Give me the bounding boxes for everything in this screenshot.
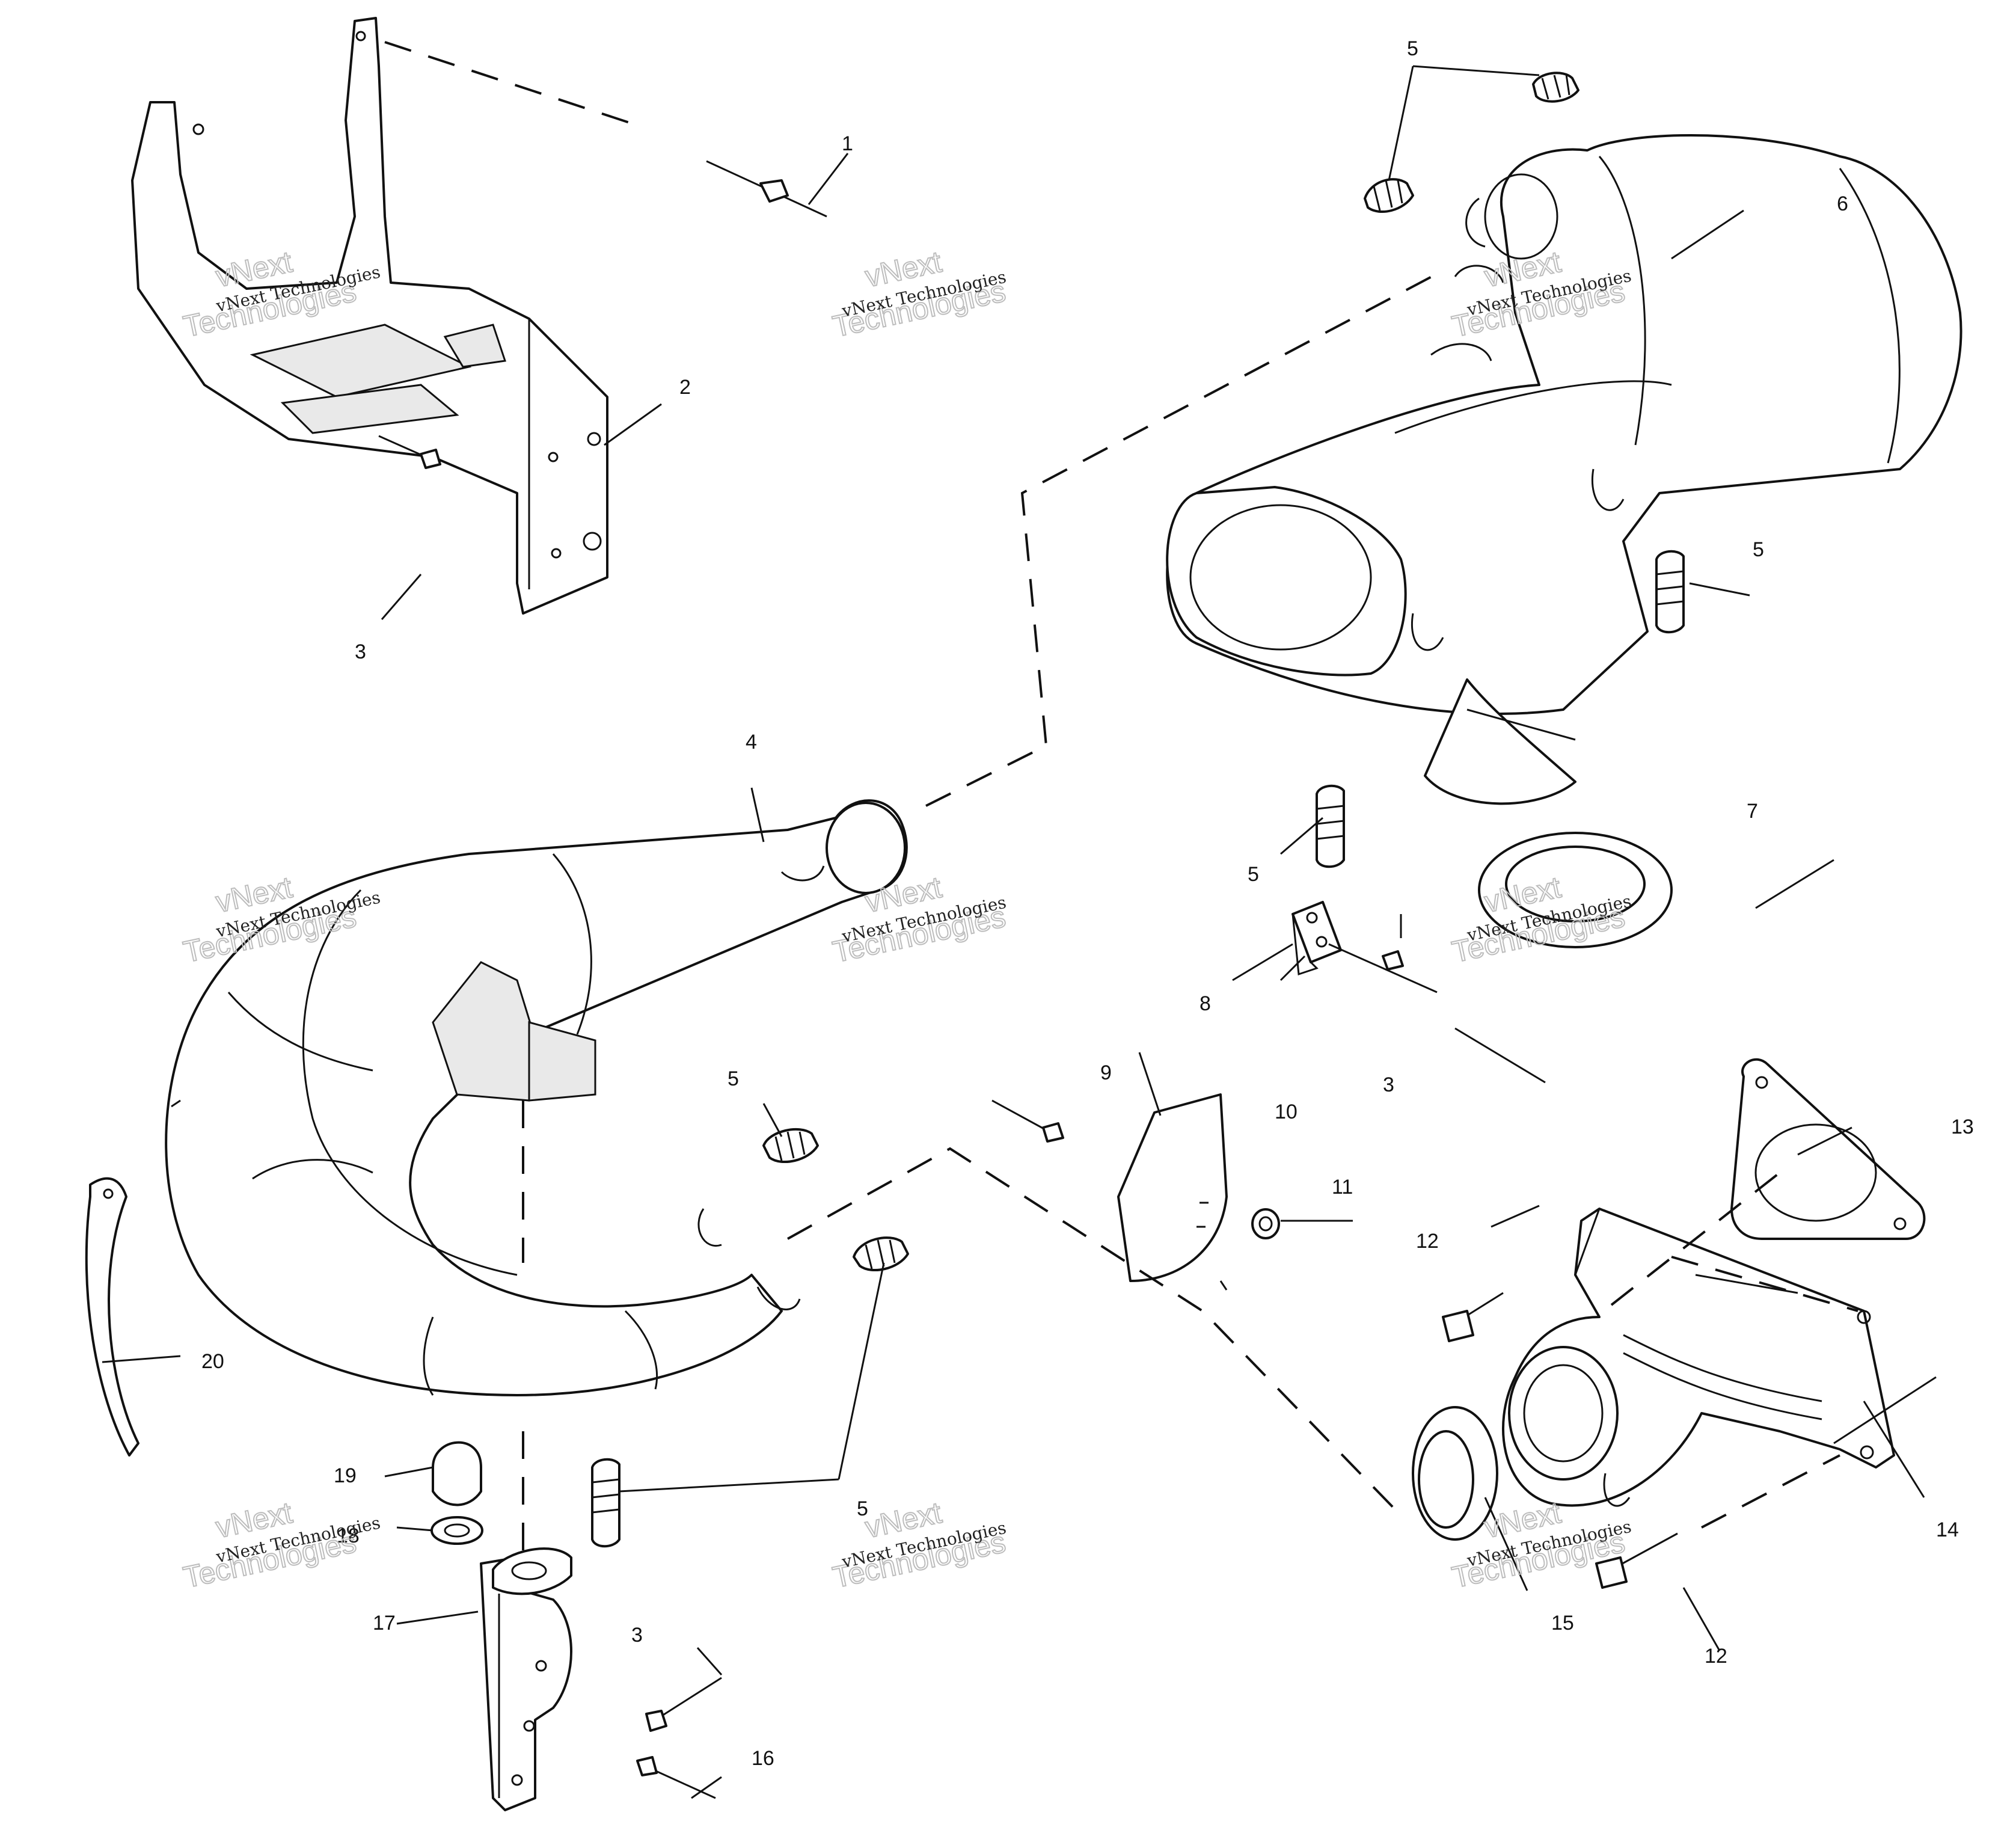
callout-19: 19 — [334, 1464, 357, 1487]
callout-2: 2 — [679, 376, 691, 399]
part-bolt-9 — [991, 1099, 1064, 1143]
part-ring-gasket — [1412, 1406, 1498, 1541]
callout-5-bottom: 5 — [857, 1497, 868, 1520]
part-washer — [430, 1516, 483, 1545]
callout-20: 20 — [201, 1350, 224, 1373]
part-muffler — [1166, 134, 1963, 805]
part-strap — [85, 1177, 139, 1457]
part-bolt-1 — [706, 160, 827, 218]
callout-12-top: 12 — [1416, 1230, 1439, 1253]
callout-17: 17 — [373, 1612, 396, 1635]
part-spring-center — [762, 1128, 819, 1163]
callout-14: 14 — [1936, 1518, 1959, 1541]
part-spring-middle — [1316, 784, 1345, 868]
part-spring-bottom — [591, 1458, 620, 1548]
assembly-dash-lines — [384, 41, 1858, 1558]
part-bolt-3-bottom — [645, 1677, 722, 1732]
part-rubber-cap — [432, 1441, 482, 1506]
callout-9: 9 — [1100, 1061, 1112, 1084]
callout-5-right: 5 — [1753, 538, 1764, 561]
watermark-bottom-left: vNext Technologies vNext Technologies — [180, 1495, 382, 1595]
part-bolt-3-top — [378, 435, 441, 469]
watermark-bottom-center: vNext Technologies vNext Technologies — [829, 1495, 1009, 1595]
callout-4: 4 — [746, 731, 757, 754]
callout-leader-lines — [102, 65, 1937, 1799]
part-bolt-16 — [636, 1756, 716, 1799]
part-small-washer — [1251, 1208, 1280, 1239]
part-small-bracket — [1291, 901, 1342, 976]
callout-5-middle: 5 — [1248, 863, 1259, 886]
part-bolt-12-top — [1442, 1292, 1504, 1342]
callout-7: 7 — [1747, 800, 1758, 823]
callout-6: 6 — [1837, 192, 1848, 215]
watermark-top-center: vNext Technologies vNext Technologies — [829, 244, 1009, 344]
part-spring-right — [1655, 550, 1685, 634]
callout-8: 8 — [1200, 992, 1211, 1015]
callout-15: 15 — [1551, 1612, 1574, 1635]
callout-labels: 1 2 3 3 3 4 5 5 5 5 5 6 7 8 9 10 11 12 1… — [201, 37, 1974, 1770]
part-support-bracket — [480, 1547, 572, 1811]
part-exhaust-pipe — [165, 799, 908, 1396]
callout-3-top: 3 — [355, 640, 366, 663]
part-sealing-ring — [1478, 832, 1673, 948]
part-bolt-3-right — [1328, 943, 1438, 993]
part-spring-top-right — [1532, 72, 1580, 103]
callout-11: 11 — [1332, 1176, 1353, 1199]
part-bolt-12-bottom — [1595, 1532, 1678, 1589]
callout-3-right: 3 — [1383, 1073, 1394, 1096]
part-spring-lower — [853, 1236, 909, 1271]
callout-10: 10 — [1275, 1101, 1298, 1123]
part-gasket-flange — [1730, 1058, 1926, 1240]
callout-5-top: 5 — [1407, 37, 1418, 60]
part-exhaust-manifold — [1502, 1208, 1895, 1507]
callout-1: 1 — [842, 132, 853, 155]
part-heat-shield — [1117, 1093, 1228, 1282]
callout-18: 18 — [337, 1524, 360, 1547]
callout-12-bottom: 12 — [1705, 1645, 1727, 1668]
part-spring-top-left — [1364, 178, 1414, 213]
callout-3-bottom: 3 — [631, 1624, 643, 1647]
callout-13: 13 — [1951, 1116, 1974, 1138]
callout-5-center: 5 — [728, 1067, 739, 1090]
callout-16: 16 — [752, 1747, 774, 1770]
